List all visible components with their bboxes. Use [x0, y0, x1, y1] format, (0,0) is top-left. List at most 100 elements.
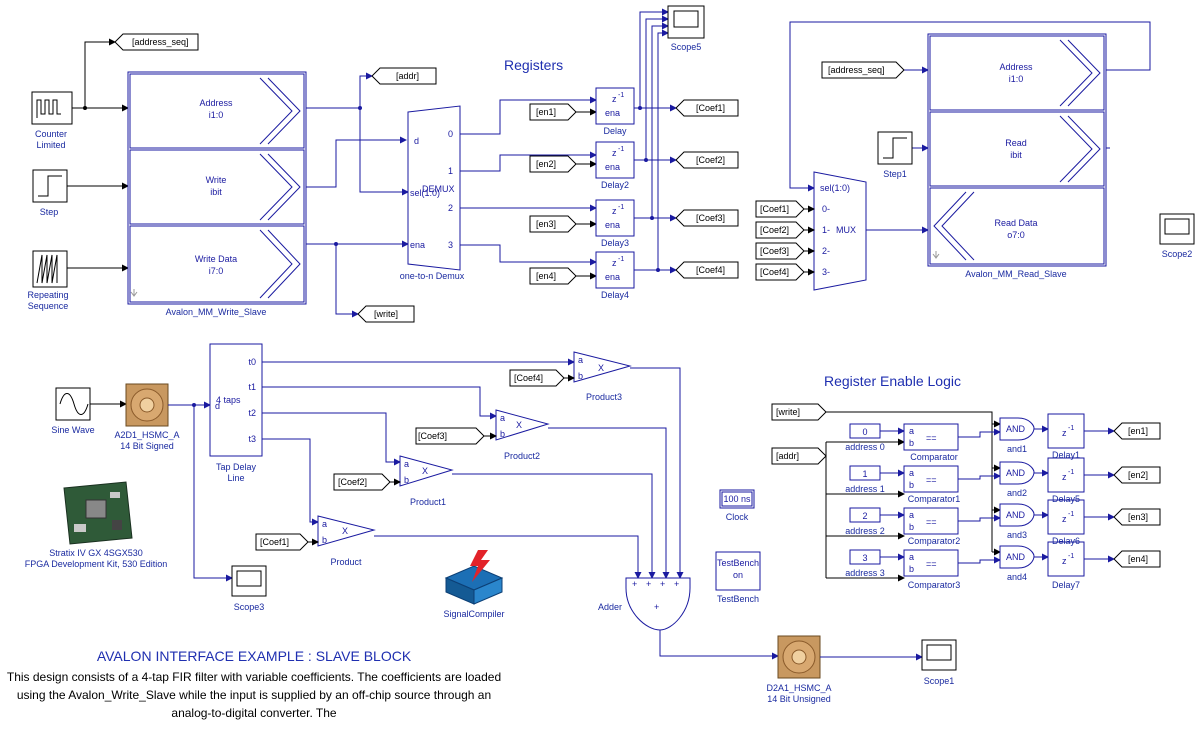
step1-caption: Step1 — [883, 169, 907, 179]
delay-z: z — [612, 94, 617, 104]
and2-name: and2 — [1007, 488, 1027, 498]
cmp1-name: Comparator1 — [908, 494, 961, 504]
en4-from-tag[interactable]: [en4] — [530, 268, 576, 284]
read-slave-data-type: o7:0 — [1007, 230, 1025, 240]
address-seq-from-tag[interactable]: [address_seq] — [822, 62, 904, 78]
delay6-z: z — [1062, 514, 1067, 524]
cmp1-a: a — [909, 468, 914, 478]
coef4-goto-tag[interactable]: [Coef4] — [676, 262, 738, 278]
product2-b: b — [500, 429, 505, 439]
delay4-name: Delay4 — [601, 290, 629, 300]
address-seq-goto-tag[interactable]: [address_seq] — [115, 34, 198, 50]
const-address-3[interactable]: 3 — [850, 550, 880, 564]
d2a-hsmc-block[interactable] — [778, 636, 820, 678]
tap-caption-1: Tap Delay — [216, 462, 257, 472]
sine-wave-block[interactable] — [56, 388, 90, 420]
tap-out-t0: t0 — [248, 357, 256, 367]
coef3-from-tag-mux[interactable]: [Coef3] — [756, 243, 804, 259]
svg-text:[Coef3]: [Coef3] — [696, 213, 725, 223]
delay4-z: z — [612, 258, 617, 268]
coef4-from-tag-mux[interactable]: [Coef4] — [756, 264, 804, 280]
scope1-block[interactable] — [922, 640, 956, 670]
a2d-sub: 14 Bit Signed — [120, 441, 174, 451]
svg-text:2: 2 — [862, 511, 867, 521]
product-b: b — [322, 535, 327, 545]
coef3-from-tag-product[interactable]: [Coef3] — [416, 428, 484, 444]
const-address-0[interactable]: 0 — [850, 424, 880, 438]
addr-goto-tag[interactable]: [addr] — [372, 68, 436, 84]
read-slave-name: Avalon_MM_Read_Slave — [965, 269, 1066, 279]
cmp1-eq: == — [926, 475, 937, 485]
const-address-1[interactable]: 1 — [850, 466, 880, 480]
write-from-tag-enable[interactable]: [write] — [772, 404, 826, 420]
clock-block[interactable]: 100 ns — [720, 490, 754, 508]
product-a: a — [322, 519, 327, 529]
delay1-exp: -1 — [1068, 425, 1074, 432]
scope2-block[interactable] — [1160, 214, 1194, 244]
const-address-2[interactable]: 2 — [850, 508, 880, 522]
coef2-from-tag-mux[interactable]: [Coef2] — [756, 222, 804, 238]
cmp2-b: b — [909, 522, 914, 532]
delay1-name: Delay1 — [1052, 450, 1080, 460]
svg-text:[Coef4]: [Coef4] — [514, 373, 543, 383]
addr-from-tag-enable[interactable]: [addr] — [772, 448, 826, 464]
en4-goto-tag[interactable]: [en4] — [1114, 551, 1160, 567]
coef4-from-tag-product[interactable]: [Coef4] — [510, 370, 564, 386]
step-block[interactable] — [33, 170, 67, 202]
write-slave-data-type: i7:0 — [209, 266, 224, 276]
fpga-board-image[interactable] — [64, 482, 132, 544]
en2-goto-tag[interactable]: [en2] — [1114, 467, 1160, 483]
signal-compiler-icon[interactable] — [446, 550, 502, 604]
mux-in-1: 1- — [822, 225, 830, 235]
demux-out-0: 0 — [448, 129, 453, 139]
demux-name: one-to-n Demux — [400, 271, 465, 281]
adder-plus-4: + — [674, 579, 679, 589]
en3-goto-tag[interactable]: [en3] — [1114, 509, 1160, 525]
repeating-caption-1: Repeating — [27, 290, 68, 300]
svg-text:[en4]: [en4] — [1128, 554, 1148, 564]
write-goto-tag[interactable]: [write] — [358, 306, 414, 322]
en1-from-tag[interactable]: [en1] — [530, 104, 576, 120]
coef2-from-tag-product[interactable]: [Coef2] — [334, 474, 390, 490]
scope3-block[interactable] — [232, 566, 266, 596]
svg-text:[Coef1]: [Coef1] — [696, 103, 725, 113]
en2-from-tag[interactable]: [en2] — [530, 156, 576, 172]
and2-label: AND — [1006, 468, 1026, 478]
a2d-name: A2D1_HSMC_A — [114, 430, 179, 440]
counter-limited-block[interactable] — [32, 92, 72, 124]
register-enable-logic-title: Register Enable Logic — [824, 373, 961, 389]
cmp2-name: Comparator2 — [908, 536, 961, 546]
svg-text:[Coef2]: [Coef2] — [696, 155, 725, 165]
en1-goto-tag[interactable]: [en1] — [1114, 423, 1160, 439]
a2d-hsmc-block[interactable] — [126, 384, 168, 426]
svg-text:[en2]: [en2] — [1128, 470, 1148, 480]
write-slave-address: Address — [199, 98, 233, 108]
d2a-sub: 14 Bit Unsigned — [767, 694, 831, 704]
write-slave-write: Write — [206, 175, 227, 185]
step1-block[interactable] — [878, 132, 912, 164]
en3-from-tag[interactable]: [en3] — [530, 216, 576, 232]
product3-name: Product3 — [586, 392, 622, 402]
read-slave-address: Address — [999, 62, 1033, 72]
svg-text:[write]: [write] — [374, 309, 398, 319]
cmp0-name: Comparator — [910, 452, 958, 462]
coef1-from-tag-mux[interactable]: [Coef1] — [756, 201, 804, 217]
coef1-goto-tag[interactable]: [Coef1] — [676, 100, 738, 116]
const-name-3: address 3 — [845, 568, 885, 578]
const-name-1: address 1 — [845, 484, 885, 494]
cmp0-a: a — [909, 426, 914, 436]
coef1-from-tag-product[interactable]: [Coef1] — [256, 534, 308, 550]
product1-a: a — [404, 459, 409, 469]
coef2-goto-tag[interactable]: [Coef2] — [676, 152, 738, 168]
svg-text:TestBench: TestBench — [717, 558, 759, 568]
scope5-block[interactable] — [668, 6, 704, 38]
delay2-name: Delay2 — [601, 180, 629, 190]
svg-text:100 ns: 100 ns — [723, 494, 751, 504]
delay5-exp: -1 — [1068, 469, 1074, 476]
adder-name: Adder — [598, 602, 622, 612]
product2-name: Product2 — [504, 451, 540, 461]
board-name-1: Stratix IV GX 4SGX530 — [49, 548, 143, 558]
repeating-sequence-block[interactable] — [33, 251, 67, 287]
coef3-goto-tag[interactable]: [Coef3] — [676, 210, 738, 226]
testbench-block[interactable]: TestBench on — [716, 552, 760, 590]
